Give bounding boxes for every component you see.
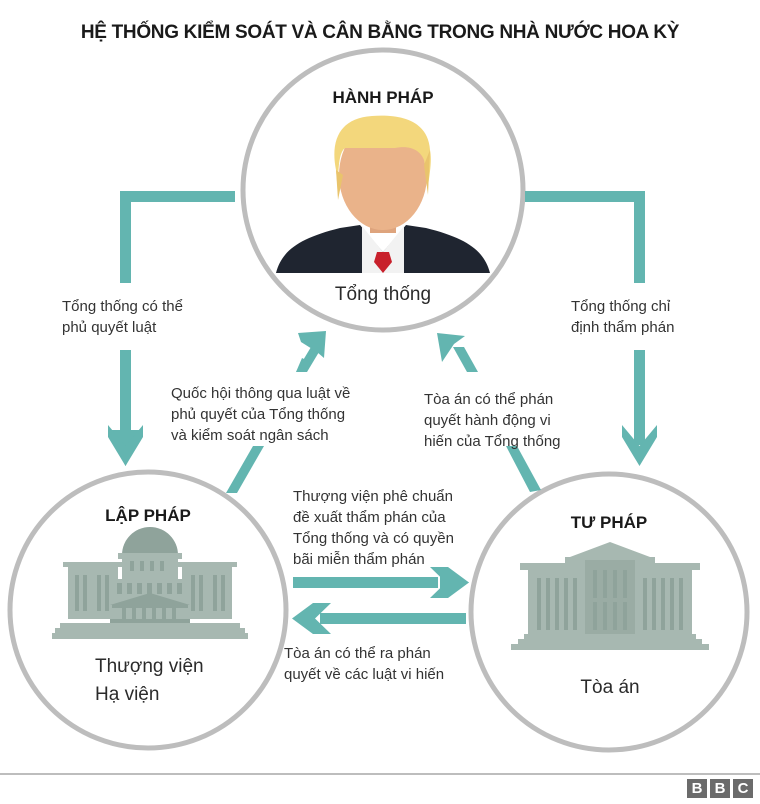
bbc-logo-letter: B bbox=[710, 779, 730, 798]
arrow-leg-to-exec bbox=[226, 331, 326, 493]
bbc-logo-letter: B bbox=[687, 779, 707, 798]
executive-member: Tổng thống bbox=[334, 284, 432, 305]
check-leg-to-jud: Thượng viện phê chuẩn đề xuất thẩm phán … bbox=[293, 488, 454, 568]
judicial-heading: TƯ PHÁP bbox=[570, 513, 648, 532]
bbc-logo: B B C bbox=[687, 779, 753, 798]
judicial-member: Tòa án bbox=[580, 677, 640, 698]
legislative-member-house: Hạ viện bbox=[95, 684, 160, 705]
check-jud-to-exec: Tòa án có thể phán quyết hành động vi hi… bbox=[424, 391, 561, 450]
arrow-leg-to-jud bbox=[293, 567, 469, 598]
arrow-exec-to-leg bbox=[108, 191, 235, 466]
bbc-logo-letter: C bbox=[733, 779, 753, 798]
diagram-title: HỆ THỐNG KIỂM SOÁT VÀ CÂN BẰNG TRONG NHÀ… bbox=[80, 22, 680, 43]
courthouse-icon bbox=[511, 542, 709, 650]
president-icon bbox=[276, 115, 490, 273]
arrow-jud-to-exec bbox=[437, 333, 541, 492]
check-exec-to-jud: Tổng thống chỉ định thẩm phán bbox=[571, 298, 675, 336]
executive-heading: HÀNH PHÁP bbox=[332, 88, 434, 107]
footer-divider bbox=[0, 773, 760, 775]
capitol-building-icon bbox=[52, 527, 248, 639]
arrow-jud-to-leg bbox=[292, 603, 466, 634]
check-exec-to-leg: Tổng thống có thể phủ quyết luật bbox=[62, 298, 183, 336]
check-leg-to-exec: Quốc hội thông qua luật về phủ quyết của… bbox=[171, 385, 351, 444]
legislative-member-senate: Thượng viện bbox=[95, 656, 204, 677]
check-jud-to-leg: Tòa án có thể ra phán quyết về các luật … bbox=[284, 645, 445, 683]
legislative-heading: LẬP PHÁP bbox=[105, 506, 191, 525]
arrow-exec-to-jud bbox=[525, 191, 657, 466]
